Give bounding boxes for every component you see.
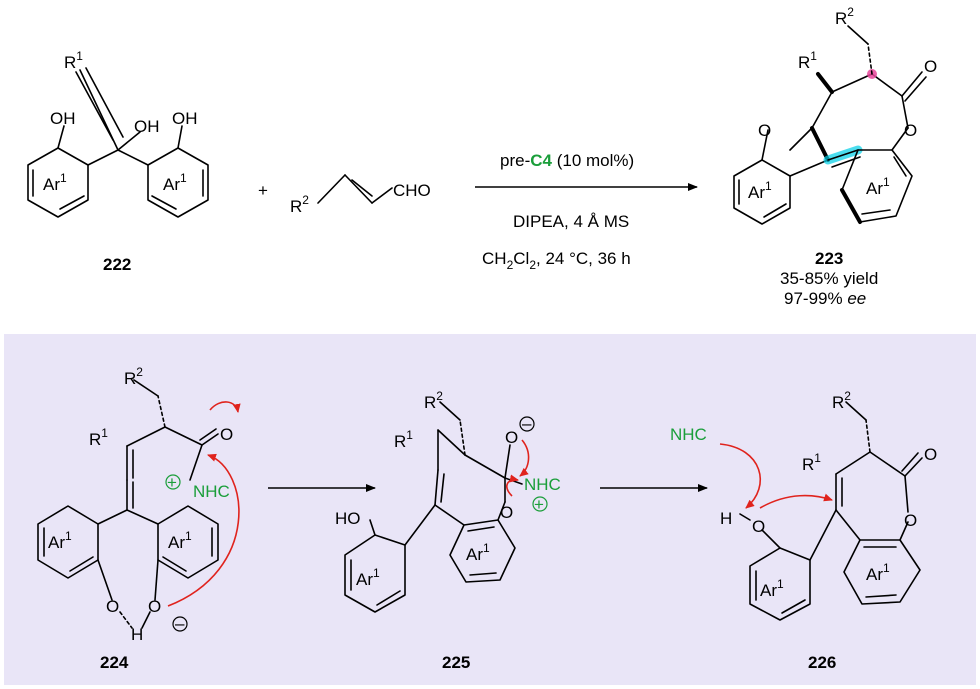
carbonyl-o-224: O (220, 425, 233, 444)
nhc-label-224: NHC (193, 482, 230, 501)
compound-224-label: 224 (100, 653, 129, 672)
ring-o-226: O (904, 511, 917, 530)
compound-222-structure (27, 67, 209, 218)
ring-o-223: O (904, 121, 917, 140)
r1-label-223: R1 (798, 49, 817, 72)
compound-223-label: 223 (815, 249, 843, 268)
nhc-label-226: NHC (670, 425, 707, 444)
o-right-224: O (148, 597, 161, 616)
compound-222-label: 222 (103, 255, 131, 274)
o-phenol-226: O (752, 517, 765, 536)
r1-label-225: R1 (394, 428, 413, 451)
r1-label-224: R1 (89, 426, 108, 449)
minus-charge-225: – (522, 414, 532, 433)
compound-225-structure (344, 401, 530, 613)
plus-sign: + (258, 181, 268, 200)
r2-label-225: R2 (424, 389, 443, 412)
solvent-line: CH2Cl2, 24 °C, 36 h (482, 249, 631, 272)
enal-structure (317, 174, 393, 204)
plus-charge-224: + (167, 473, 177, 492)
r2-label-224: R2 (124, 365, 143, 388)
catalyst-line: pre-C4 (10 mol%) (500, 151, 634, 170)
compound-226-structure (719, 401, 923, 621)
furan-o-223: O (758, 121, 771, 140)
compound-224-structure (37, 379, 241, 629)
ho-label-225: HO (335, 509, 361, 528)
r2-label-226: R2 (832, 389, 851, 412)
r2-substituent: R2 (290, 193, 309, 216)
ar1-left-223: Ar1 (748, 179, 772, 202)
ar1-left-label: Ar1 (43, 171, 67, 194)
oh-right-label: OH (172, 109, 198, 128)
nhc-label-225: NHC (524, 475, 561, 494)
r1-substituent: R1 (64, 49, 83, 72)
cho-label: CHO (393, 181, 431, 200)
ar1-right-223: Ar1 (866, 175, 890, 198)
h-226: H (720, 509, 732, 528)
ring-o-225: O (500, 503, 513, 522)
compound-226-label: 226 (808, 653, 836, 672)
yield-text: 35-85% yield (780, 269, 878, 288)
compound-225-label: 225 (442, 653, 470, 672)
h-224: H (131, 625, 143, 644)
ar1-right-225: Ar1 (466, 541, 490, 564)
ar1-right-label: Ar1 (163, 171, 187, 194)
compound-223-structure (733, 25, 927, 225)
mechanism-panel (4, 334, 976, 685)
ar1-right-224: Ar1 (168, 529, 192, 552)
plus-charge-225: + (534, 495, 544, 514)
carbonyl-o-226: O (924, 445, 937, 464)
ar1-left-224: Ar1 (48, 529, 72, 552)
r2-label-223: R2 (835, 5, 854, 28)
oh-center-label: OH (134, 117, 160, 136)
base-additive-line: DIPEA, 4 Å MS (513, 212, 629, 231)
o-minus-225: O (505, 428, 518, 447)
o-left-224: O (106, 597, 119, 616)
carbonyl-o-223: O (924, 57, 937, 76)
ar1-left-226: Ar1 (760, 577, 784, 600)
minus-charge-224: – (175, 614, 185, 633)
ar1-left-225: Ar1 (356, 566, 380, 589)
oh-left-label: OH (50, 109, 76, 128)
ee-text: 97-99% ee (784, 289, 866, 308)
ar1-right-226: Ar1 (866, 561, 890, 584)
r1-label-226: R1 (802, 451, 821, 474)
